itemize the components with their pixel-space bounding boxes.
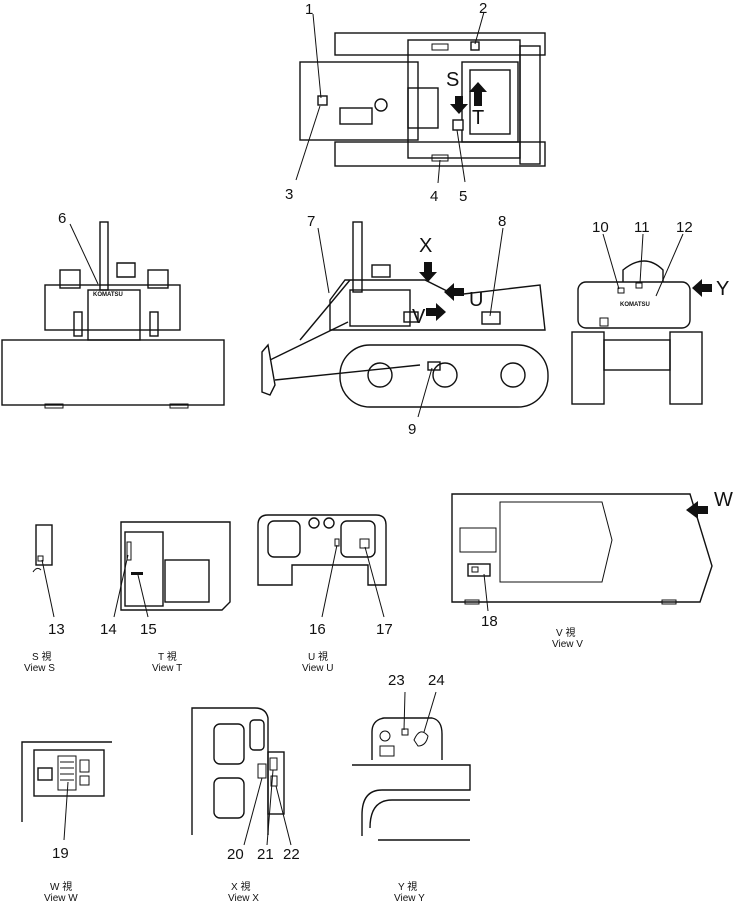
side-view-machine: X V U [261,221,549,408]
view-x-letter: X [419,235,432,257]
view-w-caption: View W [44,893,78,904]
view-w-detail [21,741,112,822]
view-t-detail [120,521,231,611]
callout-8: 8 [498,213,506,230]
view-u-letter: U [469,289,483,311]
callout-14: 14 [100,621,117,638]
callout-21: 21 [257,846,274,863]
view-w-kanji: W 視 [50,880,72,893]
view-t-letter: T [472,107,484,129]
view-v-caption: View V [552,639,583,650]
callout-19: 19 [52,845,69,862]
callout-6: 6 [58,210,66,227]
view-w-letter: W [714,489,733,511]
view-s-kanji: S 視 [32,650,51,663]
callout-12: 12 [676,219,693,236]
callout-16: 16 [309,621,326,638]
top-view-machine: S T [299,32,546,167]
callout-5: 5 [459,188,467,205]
callout-24: 24 [428,672,445,689]
front-view-machine: KOMATSU [1,221,225,409]
view-x-kanji: X 視 [231,880,250,893]
view-u-kanji: U 視 [308,650,328,663]
view-y-kanji: Y 視 [398,880,417,893]
view-y-letter: Y [716,278,729,300]
callout-1: 1 [305,1,313,18]
callout-11: 11 [634,219,650,236]
callout-17: 17 [376,621,393,638]
callout-18: 18 [481,613,498,630]
callout-3: 3 [285,186,293,203]
view-v-kanji: V 視 [556,626,575,639]
view-u-detail [257,514,387,586]
view-x-detail [191,707,285,835]
callout-2: 2 [479,0,487,17]
callout-15: 15 [140,621,157,638]
view-y-detail [352,717,471,841]
front-brand-label: KOMATSU [93,292,123,298]
callout-13: 13 [48,621,65,638]
view-t-caption: View T [152,663,182,674]
view-v-detail: W [451,489,733,605]
callout-23: 23 [388,672,405,689]
callout-4: 4 [430,188,438,205]
view-s-caption: View S [24,663,55,674]
view-u-caption: View U [302,663,334,674]
view-s-detail [32,524,53,573]
callout-10: 10 [592,219,609,236]
view-x-caption: View X [228,893,259,904]
rear-brand-label: KOMATSU [620,302,650,308]
view-y-caption: View Y [394,893,425,904]
rear-view-machine: KOMATSU Y [571,260,729,405]
callout-9: 9 [408,421,416,438]
view-v-letter: V [412,306,426,328]
callout-7: 7 [307,213,315,230]
view-t-kanji: T 視 [158,650,177,663]
view-s-letter: S [446,69,459,91]
callout-22: 22 [283,846,300,863]
callout-20: 20 [227,846,244,863]
